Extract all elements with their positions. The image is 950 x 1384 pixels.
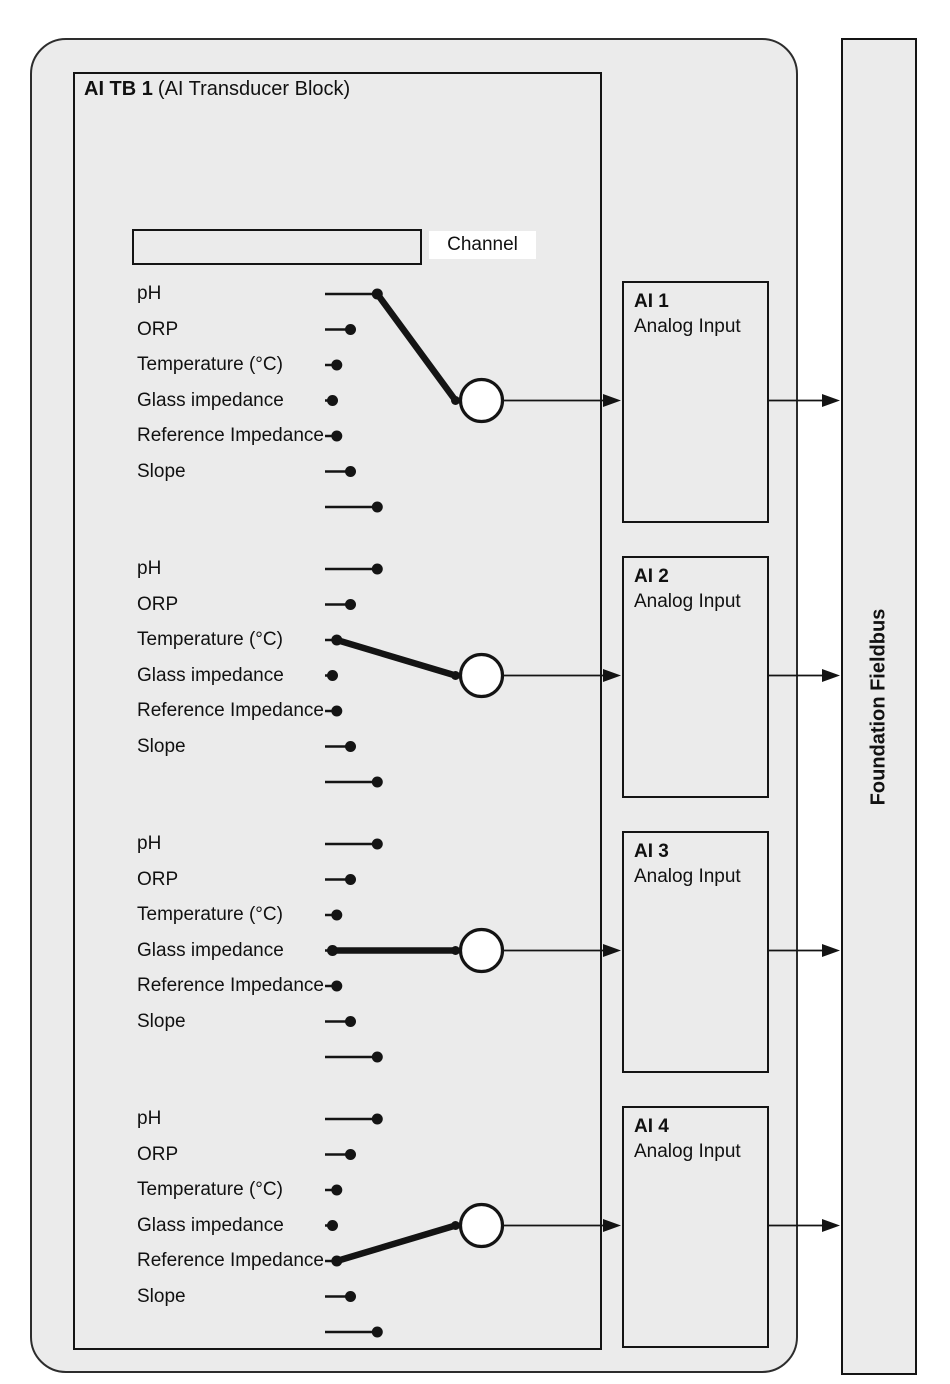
contact-dot	[345, 1016, 357, 1027]
input-label: Temperature (°C)	[137, 1179, 283, 1200]
block-title-id: AI TB 1	[84, 78, 153, 100]
contact-dot	[331, 359, 343, 371]
switch-hub	[458, 377, 505, 424]
contact-dot	[371, 563, 383, 575]
ai-function-block-4: AI 4 Analog Input	[622, 1106, 769, 1348]
contact-dot	[327, 1220, 338, 1231]
contact-dot	[371, 1326, 383, 1338]
block-title-desc: (AI Transducer Block)	[157, 78, 351, 100]
ai-transducer-block	[73, 72, 602, 1350]
contact-dot	[331, 1184, 343, 1196]
input-label: pH	[137, 833, 162, 854]
input-label: Temperature (°C)	[137, 629, 283, 650]
arrowhead-icon	[822, 669, 840, 682]
input-label: Slope	[137, 1285, 186, 1307]
contact-dot	[371, 776, 383, 788]
switch-hub	[458, 927, 505, 974]
input-label: ORP	[137, 1143, 179, 1165]
contact-dot	[371, 1051, 383, 1063]
arrowhead-icon	[822, 1219, 840, 1232]
input-label: Reference Impedance	[137, 425, 324, 446]
wiper-junction-dot	[451, 946, 460, 955]
input-label: ORP	[137, 868, 179, 890]
arrowhead-icon	[603, 394, 621, 407]
contact-dot	[345, 874, 357, 885]
contact-dot	[331, 980, 343, 992]
input-label: pH	[137, 283, 162, 304]
contact-dot	[345, 466, 357, 477]
block-title: AI TB 1(AI Transducer Block)	[84, 78, 350, 101]
ai-function-block-1: AI 1 Analog Input	[622, 281, 769, 523]
arrowhead-icon	[603, 944, 621, 957]
wiper-junction-dot	[451, 396, 460, 405]
switch-wiper	[335, 1222, 457, 1265]
ai-block-name: AI 2	[634, 566, 669, 587]
channel-value-box	[132, 229, 422, 265]
input-label: Temperature (°C)	[137, 354, 283, 375]
switch-wiper	[335, 636, 457, 679]
contact-dot	[331, 909, 343, 921]
ai-block-name: AI 4	[634, 1116, 669, 1137]
wiper-junction-dot	[451, 1221, 460, 1230]
input-label: Glass impedance	[137, 664, 284, 686]
input-label: Glass impedance	[137, 1214, 284, 1236]
contact-dot	[345, 1291, 357, 1302]
contact-dot	[345, 1149, 357, 1160]
contact-dot	[371, 501, 383, 513]
contact-dot	[345, 599, 357, 610]
contact-dot	[345, 324, 357, 335]
contact-dot	[327, 670, 338, 681]
input-label: Glass impedance	[137, 389, 284, 411]
ai-block-subtitle: Analog Input	[634, 316, 741, 337]
contact-dot	[327, 395, 338, 406]
input-label: Slope	[137, 735, 186, 757]
ai-block-subtitle: Analog Input	[634, 866, 741, 887]
switch-hub	[458, 1202, 505, 1249]
input-label: ORP	[137, 318, 179, 340]
switch-group-4	[325, 1113, 840, 1338]
arrowhead-icon	[603, 669, 621, 682]
fieldbus-label: Foundation Fieldbus	[867, 608, 890, 805]
switch-hub	[458, 652, 505, 699]
arrowhead-icon	[822, 394, 840, 407]
ai-block-subtitle: Analog Input	[634, 591, 741, 612]
contact-dot	[371, 1113, 383, 1125]
ai-block-subtitle: Analog Input	[634, 1141, 741, 1162]
arrowhead-icon	[603, 1219, 621, 1232]
input-label: Temperature (°C)	[137, 904, 283, 925]
switch-wiper	[374, 292, 459, 403]
input-label: Slope	[137, 1010, 186, 1032]
wiper-junction-dot	[451, 671, 460, 680]
contact-dot	[331, 705, 343, 717]
contact-dot	[345, 741, 357, 752]
input-label: Reference Impedance	[137, 975, 324, 996]
input-label: pH	[137, 1108, 162, 1129]
contact-dot	[371, 838, 383, 850]
input-label: Reference Impedance	[137, 700, 324, 721]
ai-function-block-2: AI 2 Analog Input	[622, 556, 769, 798]
input-label: pH	[137, 558, 162, 579]
foundation-fieldbus-bar: Foundation Fieldbus	[841, 38, 917, 1375]
ai-function-block-3: AI 3 Analog Input	[622, 831, 769, 1073]
switch-group-3	[325, 838, 840, 1063]
input-label: Glass impedance	[137, 939, 284, 961]
ai-block-name: AI 1	[634, 291, 669, 312]
input-label: Slope	[137, 460, 186, 482]
input-label: Reference Impedance	[137, 1250, 324, 1271]
input-label: ORP	[137, 593, 179, 615]
switch-group-2	[325, 563, 840, 788]
ai-block-name: AI 3	[634, 841, 669, 862]
channel-label: Channel	[429, 231, 536, 259]
switch-group-1	[325, 288, 840, 513]
contact-dot	[331, 430, 343, 442]
arrowhead-icon	[822, 944, 840, 957]
